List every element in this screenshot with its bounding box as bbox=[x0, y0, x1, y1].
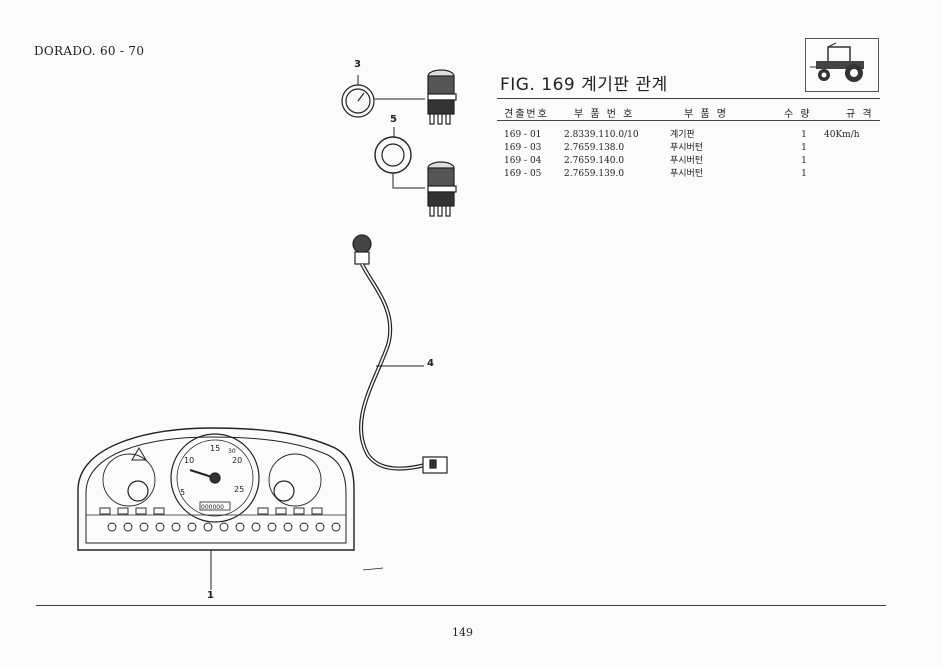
push-button-icon bbox=[427, 69, 457, 125]
qty-cell: 1 bbox=[801, 130, 807, 140]
table-row: 169 - 03 2.7659.138.0 푸시버턴 1 bbox=[498, 142, 936, 155]
tractor-icon bbox=[810, 42, 864, 82]
part-no-cell: 2.7659.139.0 bbox=[564, 169, 625, 179]
instrument-panel-icon bbox=[77, 427, 355, 551]
gauge-label-15: 15 bbox=[210, 444, 220, 453]
qty-cell: 1 bbox=[801, 143, 807, 153]
part-name-cell: 계기판 bbox=[670, 130, 695, 140]
cable-harness-icon bbox=[352, 234, 448, 474]
part-name-cell: 푸시버턴 bbox=[670, 143, 704, 153]
figure-title: FIG. 169 계기판 관계 bbox=[500, 75, 668, 95]
table-row: 169 - 04 2.7659.140.0 푸시버턴 1 bbox=[498, 155, 936, 168]
part-no-cell: 2.7659.138.0 bbox=[564, 143, 625, 153]
gauge-label-20: 20 bbox=[232, 456, 242, 465]
table-row: 169 - 05 2.7659.139.0 푸시버턴 1 bbox=[498, 168, 936, 181]
model-header: DORADO. 60 - 70 bbox=[34, 44, 145, 58]
col-header-ref: 견출번호 bbox=[504, 109, 549, 120]
parts-table: 견출번호 부 품 번 호 부 품 명 수 량 규 격 169 - 01 2.83… bbox=[498, 103, 936, 181]
gauge-label-5: 5 bbox=[180, 488, 185, 497]
odometer: 000000 bbox=[201, 504, 224, 511]
col-header-spec: 규 격 bbox=[846, 109, 874, 120]
ref-cell: 169 - 03 bbox=[504, 143, 542, 153]
callout-1: 1 bbox=[207, 590, 214, 601]
col-header-part-no: 부 품 번 호 bbox=[574, 109, 635, 120]
gauge-label-25: 25 bbox=[234, 485, 244, 494]
ref-cell: 169 - 01 bbox=[504, 130, 542, 140]
push-button-icon bbox=[427, 161, 457, 217]
col-header-qty: 수 량 bbox=[784, 109, 812, 120]
gauge-label-30: 30 bbox=[228, 448, 236, 455]
page-number: 149 bbox=[452, 626, 473, 639]
ref-cell: 169 - 04 bbox=[504, 156, 542, 166]
callout-4: 4 bbox=[427, 358, 434, 369]
tractor-logo bbox=[805, 38, 879, 92]
part-no-cell: 2.7659.140.0 bbox=[564, 156, 625, 166]
spec-cell: 40Km/h bbox=[824, 130, 860, 140]
ring-icon bbox=[374, 136, 412, 174]
ref-cell: 169 - 05 bbox=[504, 169, 542, 179]
parts-table-header: 견출번호 부 품 번 호 부 품 명 수 량 규 격 bbox=[498, 103, 936, 123]
table-row: 169 - 01 2.8339.110.0/10 계기판 1 40Km/h bbox=[498, 129, 936, 142]
part-name-cell: 푸시버턴 bbox=[670, 169, 704, 179]
callout-3: 3 bbox=[354, 59, 361, 70]
col-header-part-name: 부 품 명 bbox=[684, 109, 728, 120]
callout-5: 5 bbox=[390, 114, 397, 125]
qty-cell: 1 bbox=[801, 169, 807, 179]
part-name-cell: 푸시버턴 bbox=[670, 156, 704, 166]
gauge-label-10: 10 bbox=[184, 456, 194, 465]
qty-cell: 1 bbox=[801, 156, 807, 166]
part-no-cell: 2.8339.110.0/10 bbox=[564, 130, 639, 140]
